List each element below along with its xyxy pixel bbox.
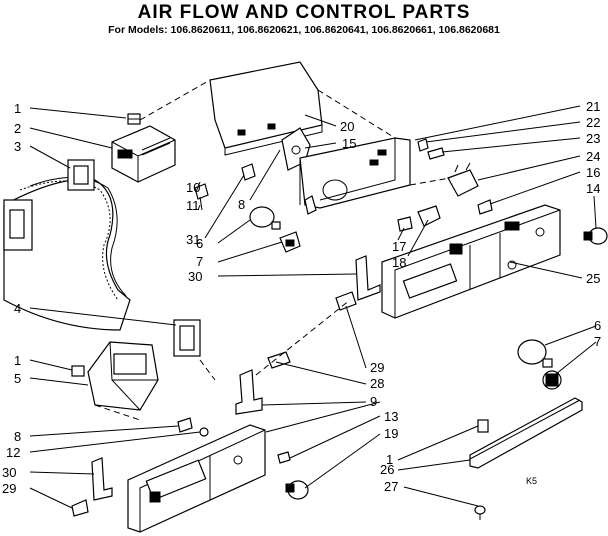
- stamp-code: K5: [526, 476, 537, 486]
- screw-part-10: [194, 183, 209, 211]
- callout-label: 23: [586, 131, 600, 146]
- callout-label: 1: [386, 452, 393, 467]
- bracket-part-30b: [91, 457, 113, 501]
- callout-label: 17: [392, 239, 406, 254]
- callout-label: 29: [370, 360, 384, 375]
- clip-part-16: [477, 199, 493, 215]
- control-panel-part-9: [127, 424, 266, 533]
- callout-label: 29: [2, 481, 16, 496]
- control-panel-part-25: [381, 204, 561, 319]
- lamp-socket-part-7b: [542, 370, 562, 390]
- fastener-part-22: [417, 138, 445, 160]
- callout-label: 21: [586, 99, 600, 114]
- clip-part-1c: [477, 419, 489, 433]
- callout-label: 10: [186, 180, 200, 195]
- callout-label: 27: [384, 479, 398, 494]
- callout-label: 31: [186, 232, 200, 247]
- screw-part-8a: [304, 195, 317, 215]
- callout-label: 22: [586, 115, 600, 130]
- callout-label: 16: [586, 165, 600, 180]
- callout-label: 30: [2, 465, 16, 480]
- knob-part-14: [583, 227, 608, 245]
- callout-label: 1: [14, 101, 21, 116]
- nut-part-12: [199, 427, 209, 437]
- lamp-part-29b: [71, 499, 89, 517]
- callout-label: 18: [392, 255, 406, 270]
- alignment-lines: [94, 79, 451, 421]
- callout-label: 25: [586, 271, 600, 286]
- callout-label: 8: [14, 429, 21, 444]
- knob-part-1b: [71, 365, 85, 377]
- callout-label: 19: [384, 426, 398, 441]
- screw-part-8b: [177, 417, 193, 433]
- knob-part-1: [127, 113, 141, 125]
- callout-label: 6: [594, 318, 601, 333]
- screw-part-31: [241, 163, 256, 181]
- callout-label: 28: [370, 376, 384, 391]
- lamp-socket-part-7: [279, 231, 301, 253]
- callout-label: 15: [342, 136, 356, 151]
- callout-label: 20: [340, 119, 354, 134]
- callout-label: 7: [196, 254, 203, 269]
- lamp-bulb-part-6: [249, 206, 281, 230]
- diagram-title: AIR FLOW AND CONTROL PARTS: [137, 2, 471, 23]
- switch-part-24: [447, 162, 479, 197]
- lamp-socket-part-18: [417, 205, 441, 227]
- lamp-part-29: [267, 351, 291, 369]
- callout-label: 14: [586, 181, 600, 196]
- leader-lines: [29, 105, 597, 509]
- callout-label: 26: [380, 462, 394, 477]
- callout-label: 6: [196, 236, 203, 251]
- lamp-bulb-part-6b: [517, 339, 553, 368]
- callout-label: 5: [14, 371, 21, 386]
- callout-label: 9: [370, 394, 377, 409]
- air-duct-part: [3, 177, 131, 331]
- callout-label: 4: [14, 301, 21, 316]
- screw-part-27: [474, 505, 486, 520]
- knob-part-19: [285, 480, 309, 500]
- callout-label: 1: [14, 353, 21, 368]
- clip-part-13: [277, 451, 291, 464]
- callout-label: 24: [586, 149, 600, 164]
- callout-label: 30: [188, 269, 202, 284]
- callout-label: 7: [594, 334, 601, 349]
- callout-label: 12: [6, 445, 20, 460]
- callout-label: 8: [238, 197, 245, 212]
- callout-label: 13: [384, 409, 398, 424]
- callout-label: 3: [14, 139, 21, 154]
- switch-module-part-5: [87, 341, 159, 411]
- callout-label: 11: [186, 198, 200, 213]
- bezel-frame-part-3: [67, 159, 95, 191]
- bezel-frame-part-4: [173, 319, 201, 357]
- switch-module-part-2: [111, 125, 176, 183]
- bracket-part-28: [235, 369, 263, 415]
- bracket-part-30a: [335, 255, 381, 311]
- callout-numbers: 1 2 3 10 11 31 8 6 7 30 20 15 21 22 23 2…: [2, 99, 601, 496]
- callout-label: 2: [14, 121, 21, 136]
- top-panel-part-20: [209, 61, 323, 156]
- screw-part-17: [397, 216, 413, 232]
- models-subtitle: For Models: 106.8620611, 106.8620621, 10…: [108, 24, 500, 36]
- trim-strip-part-26: [469, 397, 583, 469]
